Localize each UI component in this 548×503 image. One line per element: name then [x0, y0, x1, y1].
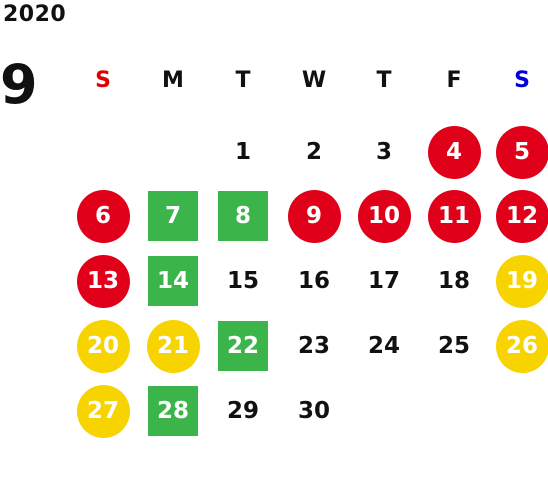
day-cell-30: 30	[297, 398, 330, 424]
day-cell-20: 20	[76, 319, 130, 373]
day-cell-25: 25	[437, 333, 470, 359]
day-cell-13: 13	[76, 254, 130, 308]
month-number: 9	[0, 53, 38, 116]
day-cell-29: 29	[226, 398, 259, 424]
day-cell-22: 22	[218, 321, 268, 371]
day-cell-26: 26	[495, 319, 548, 373]
weekday-header-tue: T	[235, 68, 251, 93]
day-cell-18: 18	[437, 268, 470, 294]
day-cell-2: 2	[305, 139, 322, 165]
day-cell-7: 7	[148, 191, 198, 241]
day-cell-17: 17	[367, 268, 400, 294]
weekday-header-fri: F	[446, 68, 462, 93]
day-cell-14: 14	[148, 256, 198, 306]
day-cell-27: 27	[76, 384, 130, 438]
weekday-header-wed: W	[301, 68, 327, 93]
year-label: 2020	[3, 2, 67, 27]
day-cell-11: 11	[427, 189, 481, 243]
day-cell-12: 12	[495, 189, 548, 243]
weekday-header-mon: M	[162, 68, 184, 93]
day-cell-24: 24	[367, 333, 400, 359]
day-cell-4: 4	[427, 125, 481, 179]
day-cell-6: 6	[76, 189, 130, 243]
day-cell-5: 5	[495, 125, 548, 179]
day-cell-15: 15	[226, 268, 259, 294]
day-cell-23: 23	[297, 333, 330, 359]
day-cell-21: 21	[146, 319, 200, 373]
day-cell-1: 1	[234, 139, 251, 165]
day-cell-9: 9	[287, 189, 341, 243]
weekday-header-sat: S	[514, 68, 530, 93]
weekday-header-sun: S	[95, 68, 111, 93]
day-cell-8: 8	[218, 191, 268, 241]
day-cell-19: 19	[495, 254, 548, 308]
day-cell-10: 10	[357, 189, 411, 243]
weekday-header-thu: T	[376, 68, 392, 93]
day-cell-3: 3	[375, 139, 392, 165]
day-cell-16: 16	[297, 268, 330, 294]
day-cell-28: 28	[148, 386, 198, 436]
